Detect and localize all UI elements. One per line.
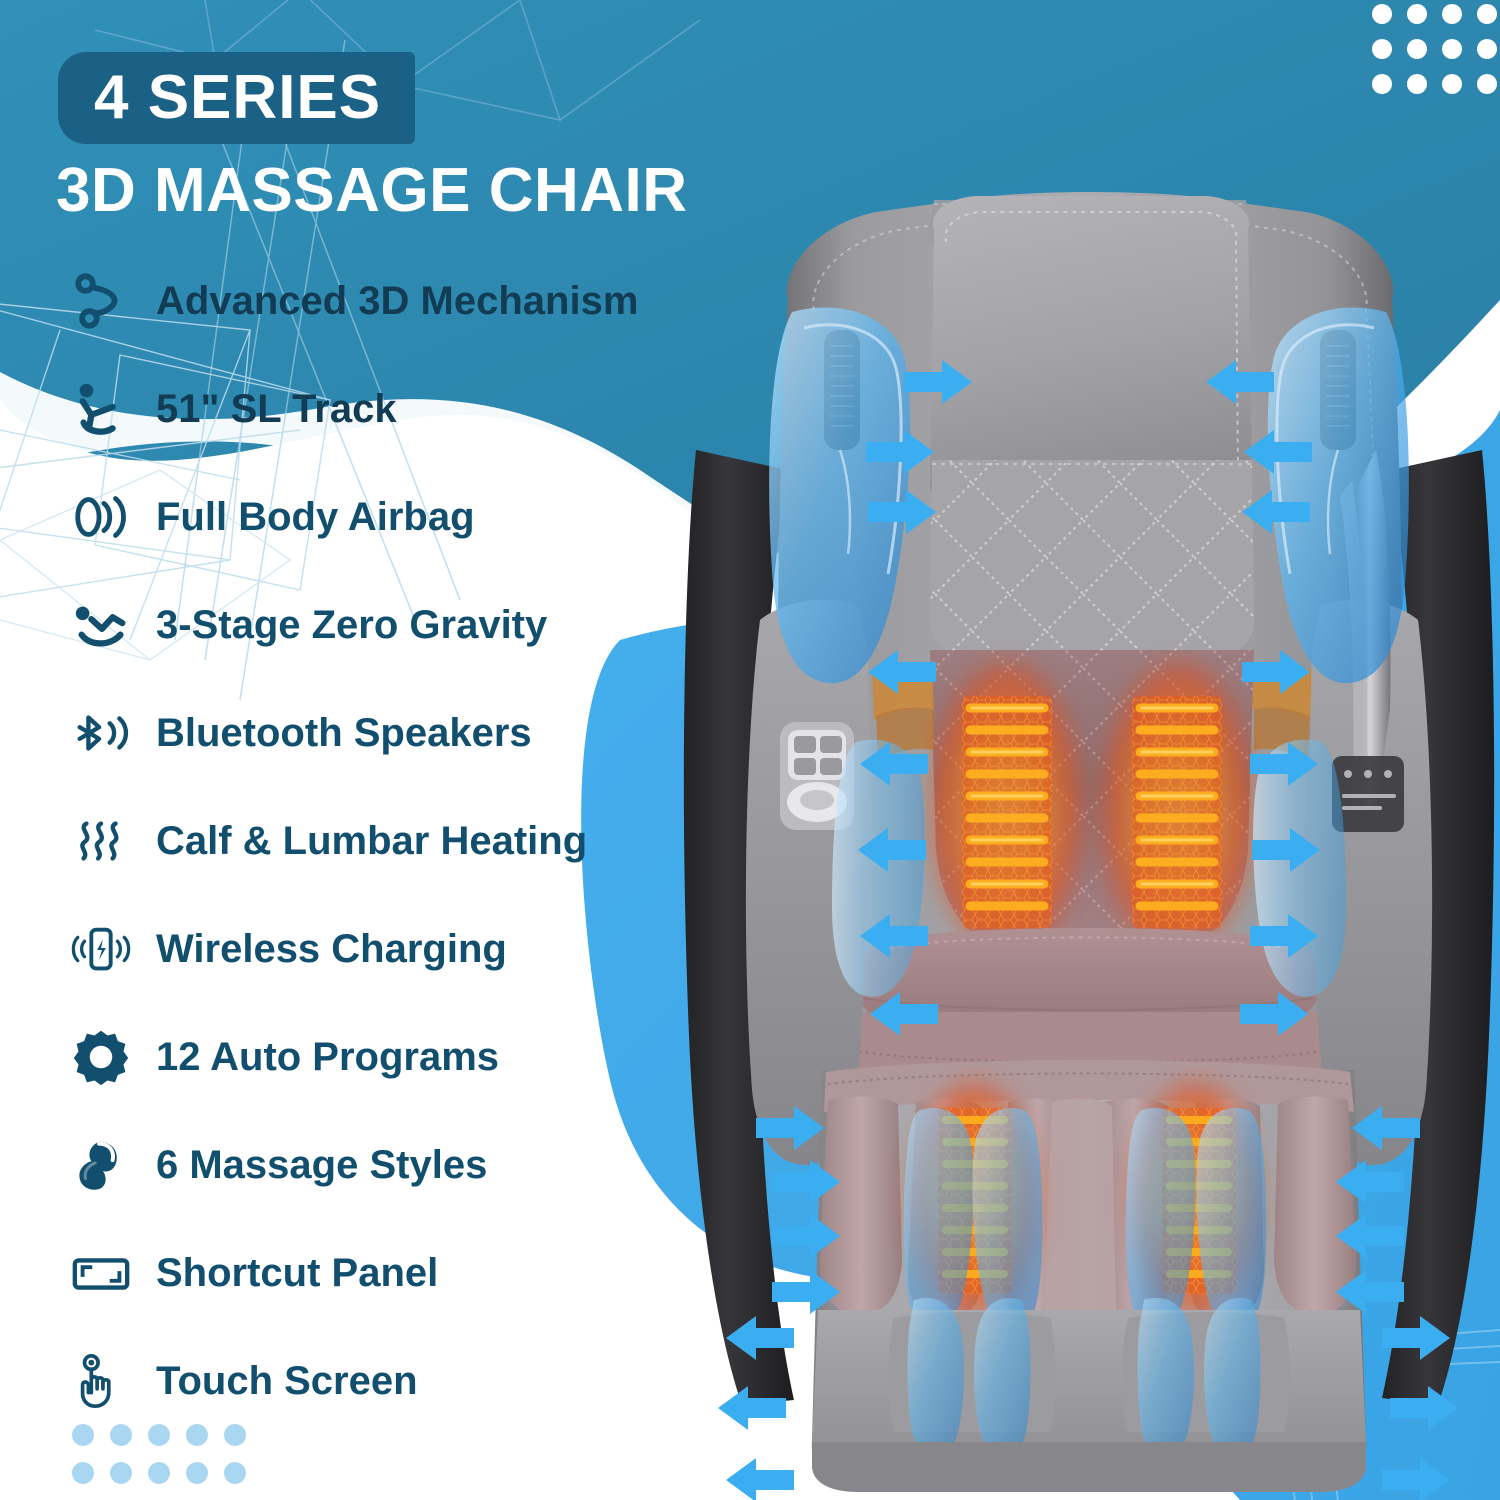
wireless-charging-icon [62, 910, 140, 988]
feature-list: Advanced 3D Mechanism 51" SL Track [62, 247, 722, 1435]
feature-item-heating: Calf & Lumbar Heating [62, 787, 722, 895]
waist-airbag-right [1253, 739, 1346, 997]
feature-label: 6 Massage Styles [156, 1143, 488, 1187]
calf-airbags [903, 1107, 1267, 1331]
sl-track-seat-icon [62, 370, 140, 448]
feature-item-touch-screen: Touch Screen [62, 1327, 722, 1435]
feature-label: Bluetooth Speakers [156, 711, 532, 755]
zero-gravity-icon [62, 586, 140, 664]
feature-item-full-body-airbag: Full Body Airbag [62, 463, 722, 571]
feature-item-wireless-charging: Wireless Charging [62, 895, 722, 1003]
feature-item-zero-gravity: 3-Stage Zero Gravity [62, 571, 722, 679]
waist-airbag-left [832, 739, 925, 997]
feature-item-shortcut-panel: Shortcut Panel [62, 1219, 722, 1327]
feature-label: Wireless Charging [156, 927, 507, 971]
massage-chair-front-view [676, 150, 1500, 1500]
feature-item-auto-programs: 12 Auto Programs [62, 1003, 722, 1111]
mechanism-3d-icon [62, 262, 140, 340]
feature-label: 12 Auto Programs [156, 1035, 500, 1079]
feature-item-sl-track: 51" SL Track [62, 355, 722, 463]
touch-screen-icon [62, 1342, 140, 1420]
feature-label: Touch Screen [156, 1359, 418, 1403]
bluetooth-speaker-icon [62, 694, 140, 772]
dot-grid-top-right [1372, 4, 1500, 109]
heating-waves-icon [62, 802, 140, 880]
dot-grid-bottom-left [72, 1424, 262, 1500]
gear-icon [62, 1018, 140, 1096]
massage-hand-icon [62, 1126, 140, 1204]
airbag-wave-icon [62, 478, 140, 556]
feature-label: Full Body Airbag [156, 495, 475, 539]
page-title: 3D MASSAGE CHAIR [56, 156, 688, 225]
foot-airbags [907, 1297, 1261, 1457]
feature-label: Shortcut Panel [156, 1251, 439, 1295]
feature-label: 51" SL Track [156, 387, 397, 431]
airbag-arrows [718, 360, 1458, 1500]
feature-item-massage-styles: 6 Massage Styles [62, 1111, 722, 1219]
feature-label: Calf & Lumbar Heating [156, 819, 588, 863]
feature-label: Advanced 3D Mechanism [156, 279, 639, 323]
feature-item-advanced-3d-mechanism: Advanced 3D Mechanism [62, 247, 722, 355]
series-badge-label: 4 SERIES [94, 63, 382, 132]
armrest-shortcut-panel [780, 722, 854, 830]
series-badge: 4 SERIES [58, 52, 416, 144]
feature-item-bluetooth-speakers: Bluetooth Speakers [62, 679, 722, 787]
feature-label: 3-Stage Zero Gravity [156, 603, 548, 647]
shortcut-panel-icon [62, 1234, 140, 1312]
